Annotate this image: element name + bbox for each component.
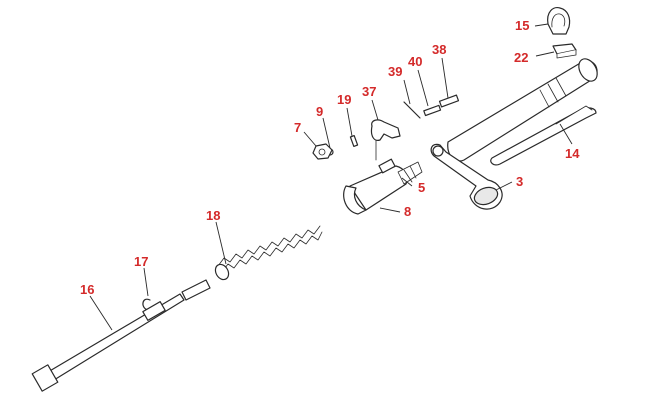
part-3-handle <box>430 143 503 210</box>
callout-22: 22 <box>514 50 528 65</box>
callout-3: 3 <box>516 174 523 189</box>
part-22-bracket <box>552 43 577 59</box>
part-15-clip <box>547 7 571 35</box>
leader-lines <box>89 23 573 331</box>
callout-16: 16 <box>80 282 94 297</box>
callout-labels: 15 22 38 40 39 37 19 9 7 14 5 3 8 18 17 … <box>80 18 580 297</box>
part-16-shaft <box>31 279 211 392</box>
part-7-nut <box>312 143 333 160</box>
callout-14: 14 <box>565 146 580 161</box>
callout-9: 9 <box>316 104 323 119</box>
part-39-rod <box>403 101 421 119</box>
part-40-pin <box>423 104 442 117</box>
part-18-spring <box>214 225 323 281</box>
part-38-pin <box>438 94 460 108</box>
callout-40: 40 <box>408 54 422 69</box>
part-19-pin <box>349 135 359 147</box>
part-14-spring-bar <box>490 105 597 166</box>
callout-17: 17 <box>134 254 148 269</box>
callout-19: 19 <box>337 92 351 107</box>
callout-15: 15 <box>515 18 529 33</box>
callout-7: 7 <box>294 120 301 135</box>
callout-18: 18 <box>206 208 220 223</box>
callout-39: 39 <box>388 64 402 79</box>
part-37-lever <box>370 119 401 161</box>
part-5-body <box>343 158 423 215</box>
callout-38: 38 <box>432 42 446 57</box>
callout-8: 8 <box>404 204 411 219</box>
callout-37: 37 <box>362 84 376 99</box>
callout-5: 5 <box>418 180 425 195</box>
